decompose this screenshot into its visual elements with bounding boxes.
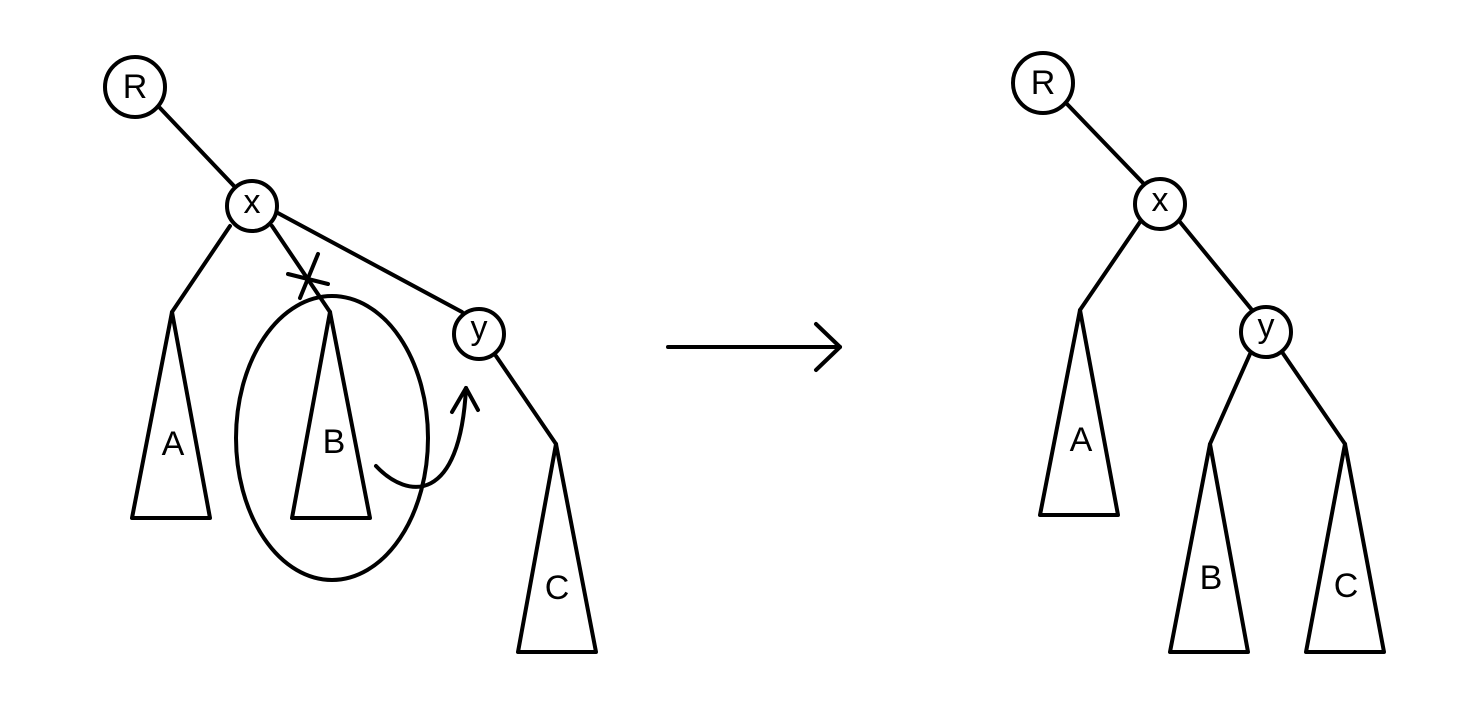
subtree-c-label: C — [545, 569, 570, 607]
edge-x-to-y — [1178, 220, 1254, 312]
subtree-a — [130, 310, 212, 520]
edge-y-to-c — [1280, 350, 1347, 446]
highlight-ellipse — [234, 294, 430, 582]
node-y-label: y — [471, 309, 488, 347]
node-y-label: y — [1258, 307, 1275, 345]
node-root — [1011, 51, 1075, 115]
subtree-b — [1168, 442, 1250, 654]
subtree-b-label: B — [1200, 559, 1223, 597]
subtree-c-label: C — [1334, 567, 1359, 605]
edge-x-to-a — [1078, 220, 1142, 312]
subtree-a-label: A — [162, 425, 185, 463]
subtree-c — [516, 442, 598, 654]
edge-root-to-x — [158, 106, 236, 188]
node-x — [225, 179, 279, 233]
edge-y-to-c — [494, 354, 558, 446]
move-arrow-head — [450, 386, 480, 414]
node-x — [1133, 177, 1187, 231]
edge-x-to-y — [274, 210, 464, 314]
node-y — [1239, 305, 1293, 359]
node-root-label: R — [123, 68, 148, 106]
node-x-label: x — [1152, 181, 1169, 219]
arrow-head — [814, 322, 842, 372]
edge-x-to-a — [170, 224, 232, 314]
edge-root-to-x — [1065, 102, 1146, 186]
subtree-b-label: B — [323, 423, 346, 461]
edge-y-to-b — [1208, 352, 1252, 446]
subtree-a-label: A — [1070, 421, 1093, 459]
before-tree: R x y A B C — [103, 55, 598, 654]
subtree-a — [1038, 308, 1120, 517]
subtree-c — [1304, 442, 1386, 654]
node-root — [103, 55, 167, 119]
subtree-b — [290, 310, 372, 520]
cut-mark-stroke — [298, 252, 320, 300]
after-tree: R x y A B C — [1011, 51, 1386, 654]
node-y — [452, 307, 506, 361]
transition-arrow — [666, 322, 842, 372]
node-x-label: x — [244, 183, 261, 221]
node-root-label: R — [1031, 64, 1056, 102]
move-arrow — [374, 386, 468, 489]
